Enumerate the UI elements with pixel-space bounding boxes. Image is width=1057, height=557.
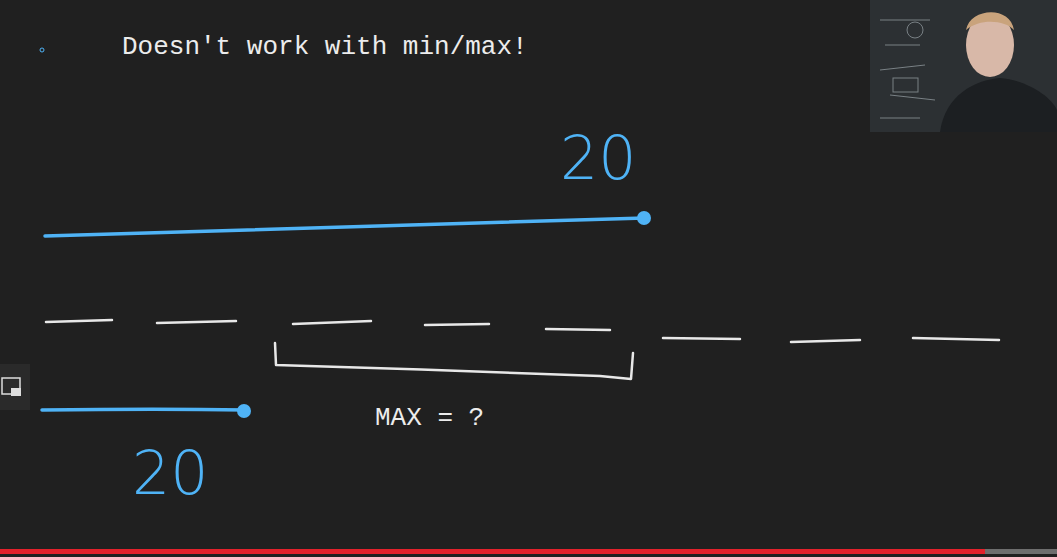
short-segment bbox=[42, 408, 245, 412]
webcam-overlay bbox=[870, 0, 1057, 132]
bullet-dot bbox=[40, 48, 44, 52]
segment-end-dot bbox=[637, 211, 651, 225]
long-segment bbox=[45, 218, 645, 236]
progress-track bbox=[0, 549, 1057, 554]
array-dashes bbox=[46, 320, 999, 342]
length-label: 20 bbox=[560, 128, 636, 188]
side-icon bbox=[0, 364, 30, 410]
segment-end-dot bbox=[237, 404, 251, 418]
range-bracket bbox=[275, 343, 633, 379]
range-question: MAX = ? bbox=[375, 405, 484, 431]
slide-title: Doesn't work with min/max! bbox=[122, 34, 528, 60]
progress-bar bbox=[0, 549, 985, 554]
length-label: 20 bbox=[132, 443, 208, 503]
